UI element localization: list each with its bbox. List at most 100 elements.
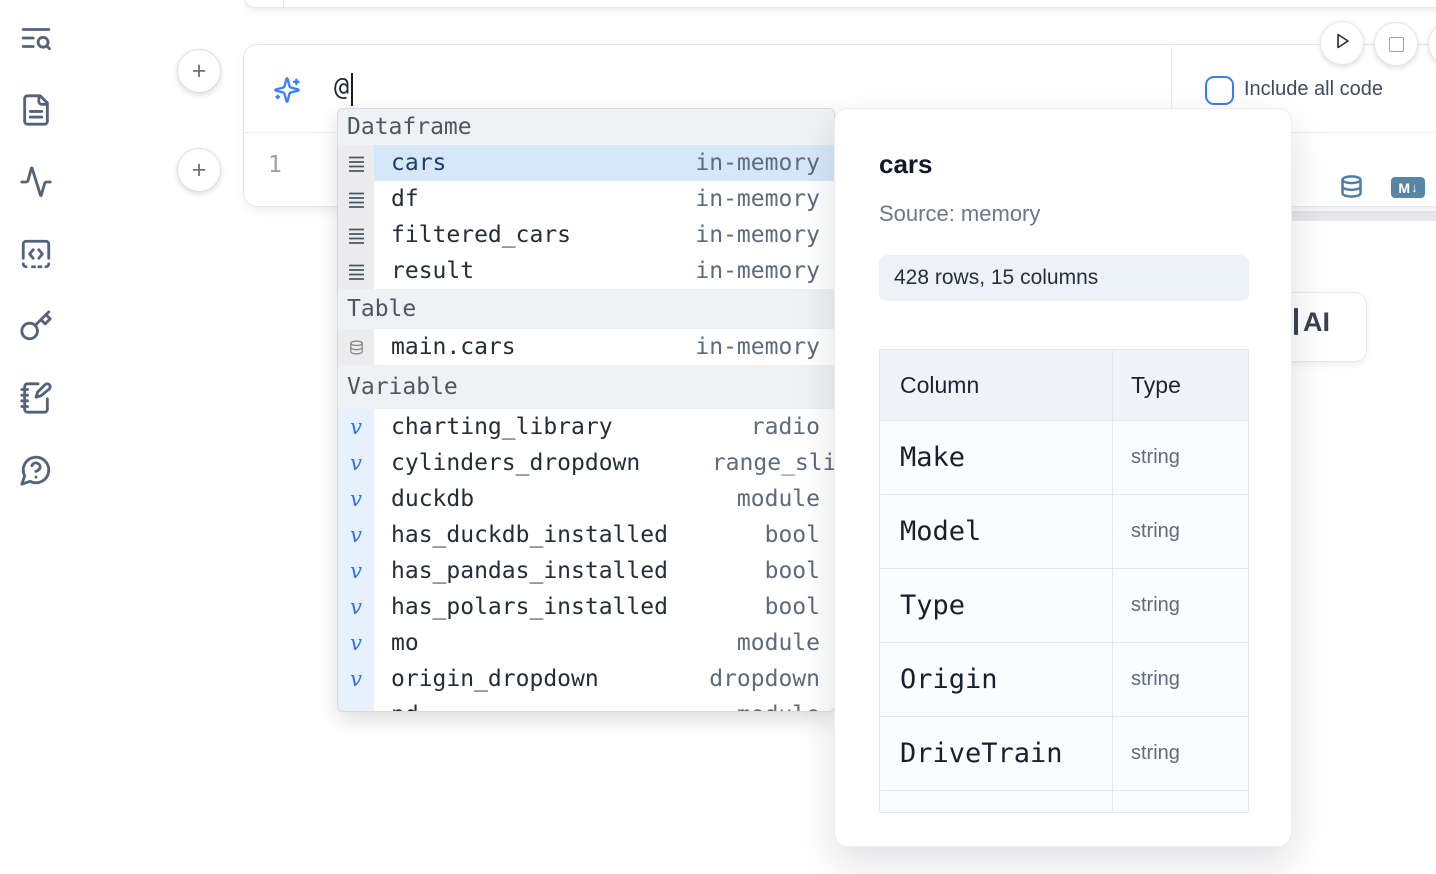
add-cell-above-button[interactable]: +	[177, 49, 221, 93]
cell-bottom-strip	[1292, 211, 1436, 221]
sidebar-item-files[interactable]	[16, 92, 56, 132]
table-row: Make string	[880, 420, 1248, 494]
run-cell-button[interactable]	[1320, 21, 1364, 65]
item-label: duckdb	[391, 486, 475, 512]
table-row: Type string	[880, 568, 1248, 642]
column-name: Origin	[880, 643, 1113, 716]
item-detail: range_slider	[711, 450, 834, 476]
autocomplete-item-origin-dropdown[interactable]: v origin_dropdown dropdown	[338, 661, 834, 697]
item-label: mo	[391, 630, 419, 656]
item-detail: bool	[764, 558, 820, 584]
play-icon	[1332, 31, 1352, 56]
variable-icon: v	[350, 558, 362, 583]
variable-icon: v	[350, 522, 362, 547]
item-detail: module	[736, 630, 820, 656]
stop-button[interactable]	[1374, 22, 1418, 66]
sidebar-item-search[interactable]	[16, 20, 56, 60]
item-detail: in-memory	[695, 150, 820, 176]
variable-icon: v	[350, 630, 362, 655]
sidebar-item-snippets[interactable]	[16, 236, 56, 276]
item-detail: in-memory	[695, 258, 820, 284]
previous-cell-edge	[243, 0, 1436, 8]
item-label: main.cars	[391, 334, 516, 360]
item-label: df	[391, 186, 419, 212]
item-label: cars	[391, 150, 447, 176]
preview-source: Source: memory	[879, 201, 1041, 226]
dataframe-icon	[338, 145, 374, 181]
column-name: Type	[880, 569, 1113, 642]
convert-to-markdown-button[interactable]: M ↓	[1391, 177, 1425, 198]
autocomplete-item-has-duckdb-installed[interactable]: v has_duckdb_installed bool	[338, 517, 834, 553]
table-row: Origin string	[880, 642, 1248, 716]
column-name: Model	[880, 495, 1113, 568]
item-label: has_pandas_installed	[391, 558, 668, 584]
item-label: has_polars_installed	[391, 594, 668, 620]
database-icon	[1338, 175, 1365, 206]
dataframe-icon	[338, 181, 374, 217]
item-label: result	[391, 258, 475, 284]
add-cell-below-button[interactable]: +	[177, 148, 221, 192]
notebook-pen-icon	[19, 381, 53, 420]
column-type: string	[1131, 668, 1180, 690]
item-label: origin_dropdown	[391, 666, 599, 692]
text-cursor	[351, 73, 353, 106]
code-block-icon	[19, 237, 53, 276]
sidebar-item-activity[interactable]	[16, 164, 56, 204]
editor-line-number: 1	[268, 152, 282, 178]
autocomplete-item-duckdb[interactable]: v duckdb module	[338, 481, 834, 517]
autocomplete-item-has-pandas-installed[interactable]: v has_pandas_installed bool	[338, 553, 834, 589]
autocomplete-section-dataframe: Dataframe	[338, 109, 834, 145]
variable-icon: v	[350, 666, 362, 691]
autocomplete-item-mo[interactable]: v mo module	[338, 625, 834, 661]
item-label: filtered_cars	[391, 222, 572, 248]
markdown-icon-letter: M	[1398, 179, 1411, 196]
include-all-code-checkbox[interactable]	[1205, 76, 1234, 105]
variable-icon: v	[350, 594, 362, 619]
ai-prompt-input[interactable]: @	[334, 72, 350, 101]
column-type: string	[1131, 520, 1180, 542]
variable-icon: v	[350, 414, 362, 439]
autocomplete-item-df[interactable]: df in-memory	[338, 181, 834, 217]
item-detail: module	[736, 486, 820, 512]
item-detail: in-memory	[695, 186, 820, 212]
table-row: Model string	[880, 494, 1248, 568]
variable-icon: v	[350, 704, 362, 711]
table-row-partial	[880, 790, 1248, 812]
item-label: has_duckdb_installed	[391, 522, 668, 548]
prompt-divider	[1171, 46, 1172, 132]
column-type: string	[1131, 742, 1180, 764]
markdown-icon-arrow: ↓	[1411, 180, 1418, 195]
text-search-icon	[19, 21, 53, 60]
item-detail: bool	[764, 594, 820, 620]
clipped-letter-fragment	[1294, 308, 1298, 335]
autocomplete-item-pd-partial[interactable]: v pdmodule	[338, 697, 834, 711]
schema-header-type: Type	[1131, 371, 1181, 398]
sidebar-item-scratchpad[interactable]	[16, 380, 56, 420]
convert-to-sql-button[interactable]	[1338, 171, 1366, 203]
autocomplete-item-has-polars-installed[interactable]: v has_polars_installed bool	[338, 589, 834, 625]
file-text-icon	[19, 93, 53, 132]
sidebar-item-help[interactable]	[16, 452, 56, 492]
item-label: charting_library	[391, 414, 613, 440]
autocomplete-item-result[interactable]: result in-memory	[338, 253, 834, 289]
dataframe-icon	[338, 253, 374, 289]
item-label: pd	[391, 702, 419, 711]
variable-icon: v	[350, 486, 362, 511]
sidebar-item-secrets[interactable]	[16, 308, 56, 348]
item-detail: bool	[764, 522, 820, 548]
column-name: DriveTrain	[880, 717, 1113, 790]
item-detail: dropdown	[709, 666, 820, 692]
table-row: DriveTrain string	[880, 716, 1248, 790]
column-type: string	[1131, 594, 1180, 616]
stop-square-icon	[1388, 36, 1404, 52]
key-icon	[19, 309, 53, 348]
column-name	[880, 791, 1113, 812]
schema-header-column: Column	[880, 350, 1113, 420]
table-database-icon	[338, 329, 374, 365]
sparkles-ai-icon	[273, 76, 301, 104]
autocomplete-item-cars[interactable]: cars in-memory	[338, 145, 834, 181]
